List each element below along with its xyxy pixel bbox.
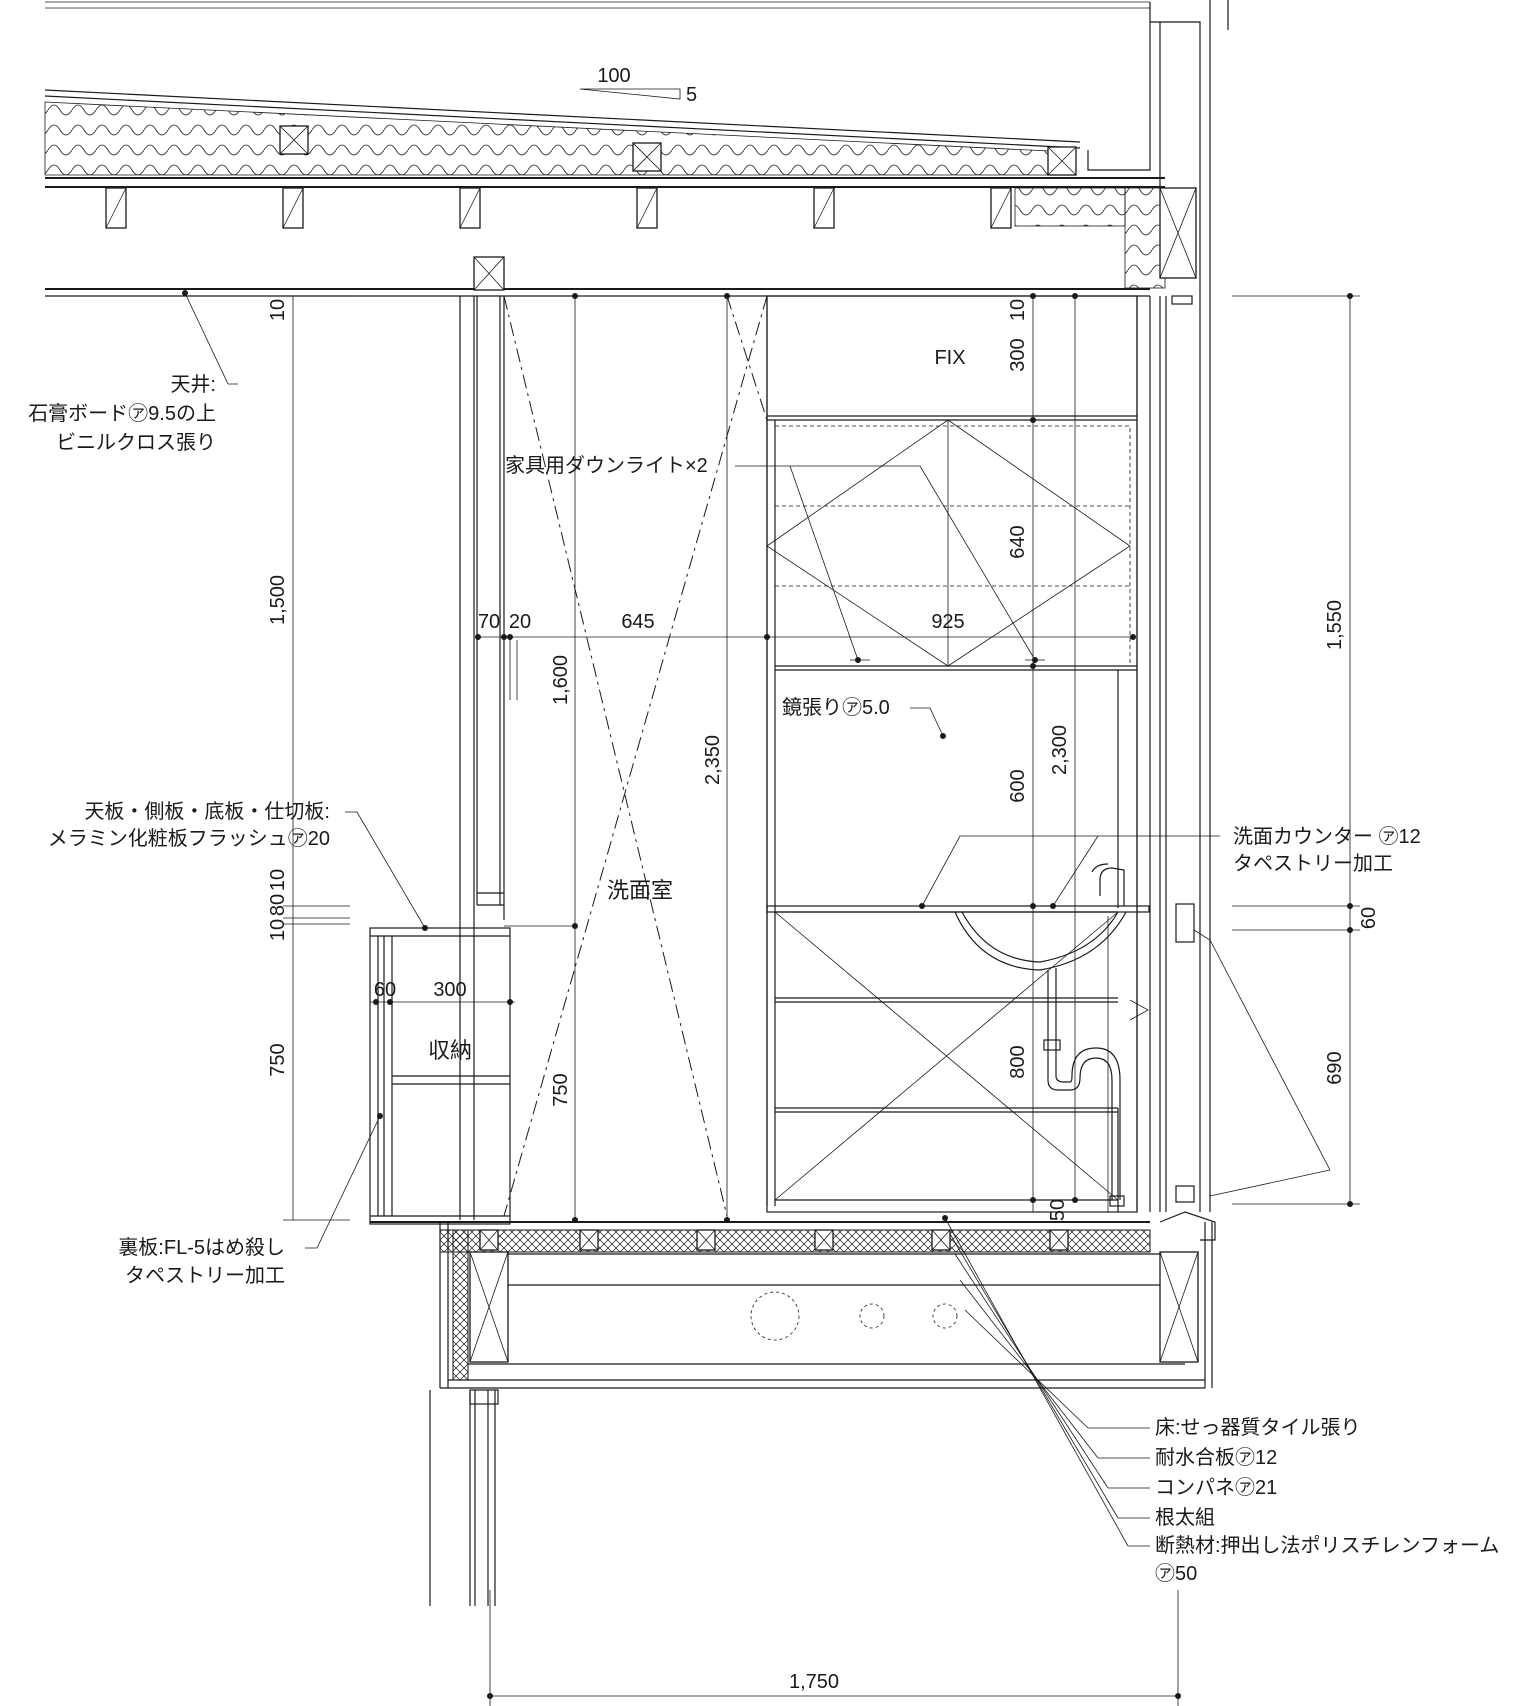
slope-run-text: 100	[597, 65, 630, 87]
floor-layer-2: 耐水合板㋐12	[1155, 1446, 1277, 1469]
room-opening-diagonals	[503, 295, 768, 1217]
dim-r-600: 600	[1007, 769, 1029, 802]
mirror-callout: 鏡張り㋐5.0	[782, 696, 946, 739]
dim-r-800: 800	[1007, 1045, 1029, 1078]
vanity-unit: FIX	[766, 295, 1150, 1213]
dim-left-10c: 10	[267, 919, 289, 941]
ceiling-label-3: ビニルクロス張り	[56, 431, 216, 454]
back-panel-label-1: 裏板:FL-5はめ殺し	[118, 1236, 285, 1259]
floor-layer-5: 断熱材:押出し法ポリスチレンフォーム	[1155, 1534, 1499, 1557]
cabinet-label-2: メラミン化粧板フラッシュ㋐20	[48, 827, 330, 850]
parapet	[1087, 0, 1229, 280]
rafters	[105, 187, 1012, 229]
mirror-label: 鏡張り㋐5.0	[782, 696, 890, 719]
vanity-dimension-chain: 10 300 640 600 800 50 2,300	[1007, 293, 1078, 1221]
floor-layer-1: 床:せっ器質タイル張り	[1155, 1416, 1361, 1439]
left-partition	[459, 296, 518, 1220]
slope-rise-text: 5	[686, 84, 697, 106]
exterior-wall	[1149, 280, 1331, 1212]
counter-label-1: 洗面カウンター ㋐12	[1233, 825, 1421, 848]
dim-far-1550: 1,550	[1324, 600, 1346, 650]
dim-r-2300: 2,300	[1049, 725, 1071, 775]
ceiling-callout: 天井: 石膏ボード㋐9.5の上 ビニルクロス張り	[28, 290, 238, 454]
back-panel-label-2: タペストリー加工	[125, 1264, 285, 1287]
dim-left-1500: 1,500	[267, 575, 289, 625]
ceiling	[45, 256, 1150, 297]
dim-far-690: 690	[1324, 1051, 1346, 1084]
fix-label: FIX	[934, 347, 965, 369]
storage-cabinet: 60 300 収納	[369, 927, 515, 1225]
roof-slope-indicator: 100 5	[579, 65, 697, 106]
dim-left-10-top: 10	[267, 299, 289, 321]
floor-assembly	[370, 1211, 1216, 1606]
dim-v-1600: 1,600	[550, 655, 572, 705]
dim-left-10a: 10	[267, 869, 289, 891]
floor-callout: 床:せっ器質タイル張り 耐水合板㋐12 コンパネ㋐21 根太組 断熱材:押出し法…	[942, 1215, 1499, 1585]
roof-insulation	[44, 101, 1071, 176]
roof-purlins	[279, 125, 1077, 176]
dim-r-50: 50	[1047, 1199, 1069, 1221]
dim-h-645: 645	[621, 611, 654, 633]
cabinet-label-1: 天板・側板・底板・仕切板:	[84, 800, 330, 823]
dim-r-10: 10	[1007, 299, 1029, 321]
dim-left-80: 80	[267, 894, 289, 916]
left-dimension-chain: 10 1,500 80 10 10 750	[267, 295, 350, 1221]
back-panel-callout: 裏板:FL-5はめ殺し タペストリー加工	[118, 1113, 383, 1287]
floor-layer-4: 根太組	[1155, 1506, 1215, 1529]
dim-h-20: 20	[509, 611, 531, 633]
dim-cab-60: 60	[374, 979, 396, 1001]
floor-layer-6: ㋐50	[1155, 1562, 1197, 1585]
dim-far-60: 60	[1358, 907, 1380, 929]
dim-bottom-1750: 1,750	[789, 1671, 839, 1693]
room-dimensions: 70 20 645 925 1,600 750 2,350	[475, 293, 1136, 1223]
storage-name: 収納	[428, 1038, 472, 1063]
roof: 100 5	[44, 0, 1229, 289]
cabinet-callout: 天板・側板・底板・仕切板: メラミン化粧板フラッシュ㋐20	[48, 800, 428, 931]
counter-label-2: タペストリー加工	[1233, 852, 1393, 875]
dim-left-750: 750	[267, 1043, 289, 1076]
bottom-dimension: 1,750	[487, 1590, 1181, 1706]
dim-v-2350: 2,350	[702, 735, 724, 785]
dim-v-750-room: 750	[550, 1073, 572, 1106]
downlight-callout: 家具用ダウンライト×2	[505, 454, 1038, 663]
dim-r-640: 640	[1007, 525, 1029, 558]
ceiling-label-2: 石膏ボード㋐9.5の上	[28, 402, 216, 425]
ceiling-label-1: 天井:	[170, 373, 216, 396]
downlight-label: 家具用ダウンライト×2	[505, 454, 708, 477]
far-right-dimension-chain: 1,550 60 690	[1232, 293, 1380, 1207]
dim-cab-300: 300	[433, 979, 466, 1001]
dim-r-300: 300	[1007, 338, 1029, 371]
floor-layer-3: コンパネ㋐21	[1155, 1476, 1277, 1499]
counter-callout: 洗面カウンター ㋐12 タペストリー加工	[919, 825, 1421, 909]
dim-h-70: 70	[478, 611, 500, 633]
room-name: 洗面室	[607, 878, 673, 903]
